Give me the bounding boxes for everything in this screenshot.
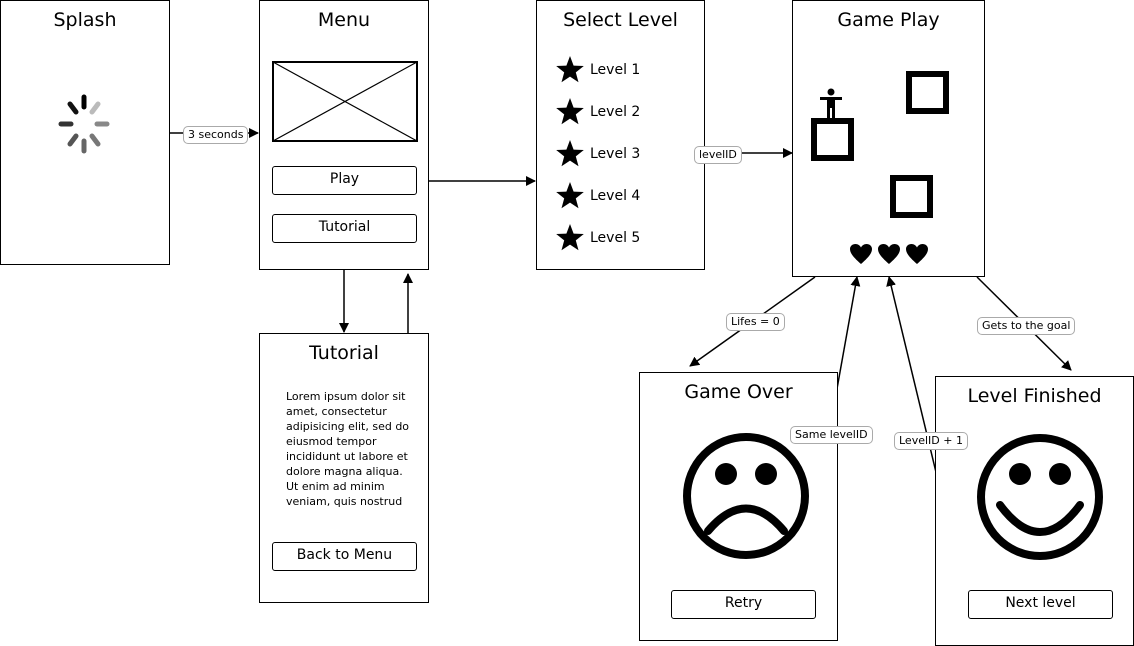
level-item-3[interactable]: Level 3 <box>555 139 640 169</box>
edge-label-level-id-plus-one: LevelID + 1 <box>894 432 968 450</box>
screen-title: Level Finished <box>967 385 1102 407</box>
level-label: Level 2 <box>590 104 641 120</box>
screen-title: Menu <box>317 9 371 31</box>
star-icon <box>556 98 584 125</box>
heart-icon <box>850 244 872 264</box>
star-icon <box>556 182 584 209</box>
heart-icon <box>906 244 928 264</box>
player-figure-icon <box>820 88 842 118</box>
screen-title: Select Level <box>563 9 678 31</box>
level-item-5[interactable]: Level 5 <box>555 223 640 253</box>
level-item-2[interactable]: Level 2 <box>555 97 640 127</box>
level-label: Level 4 <box>590 188 641 204</box>
level-label: Level 1 <box>590 62 641 78</box>
square-block-icon <box>890 175 933 218</box>
level-item-1[interactable]: Level 1 <box>555 55 640 85</box>
edge-label-same-level-id: Same levelID <box>790 426 873 444</box>
level-item-4[interactable]: Level 4 <box>555 181 640 211</box>
screen-title: Game Play <box>837 9 940 31</box>
screen-title: Tutorial <box>309 342 379 364</box>
game-play-screen: Game Play <box>792 0 985 277</box>
edge-label-lifes-zero: Lifes = 0 <box>726 313 785 331</box>
screen-title: Splash <box>53 9 117 31</box>
level-finished-screen: Level Finished Next level <box>935 376 1134 646</box>
edge-label-level-id: levelID <box>694 146 742 164</box>
retry-button[interactable]: Retry <box>671 590 816 619</box>
tutorial-button[interactable]: Tutorial <box>272 214 417 243</box>
lives-display <box>849 243 929 265</box>
next-level-button[interactable]: Next level <box>968 590 1113 619</box>
select-level-screen: Select Level Level 1 Level 2 Level 3 Lev… <box>536 0 705 270</box>
tutorial-body-text: Lorem ipsum dolor sit amet, consectetur … <box>286 390 410 508</box>
star-icon <box>556 140 584 167</box>
star-icon <box>556 56 584 83</box>
game-over-screen: Game Over Retry <box>639 372 838 641</box>
loading-spinner-icon <box>58 94 110 154</box>
happy-face-icon <box>977 434 1103 560</box>
play-button[interactable]: Play <box>272 166 417 195</box>
screen-title: Game Over <box>684 381 793 403</box>
splash-screen: Splash <box>0 0 170 265</box>
heart-icon <box>878 244 900 264</box>
menu-screen: Menu Play Tutorial <box>259 0 429 270</box>
square-block-icon <box>906 71 949 114</box>
image-placeholder-icon <box>272 61 418 142</box>
level-label: Level 5 <box>590 230 641 246</box>
square-block-icon <box>811 118 854 161</box>
edge-label-splash-to-menu: 3 seconds <box>183 126 249 144</box>
star-icon <box>556 224 584 251</box>
level-label: Level 3 <box>590 146 641 162</box>
tutorial-screen: Tutorial Lorem ipsum dolor sit amet, con… <box>259 333 429 603</box>
sad-face-icon <box>683 433 809 559</box>
back-to-menu-button[interactable]: Back to Menu <box>272 542 417 571</box>
edge-label-goal: Gets to the goal <box>977 317 1076 335</box>
